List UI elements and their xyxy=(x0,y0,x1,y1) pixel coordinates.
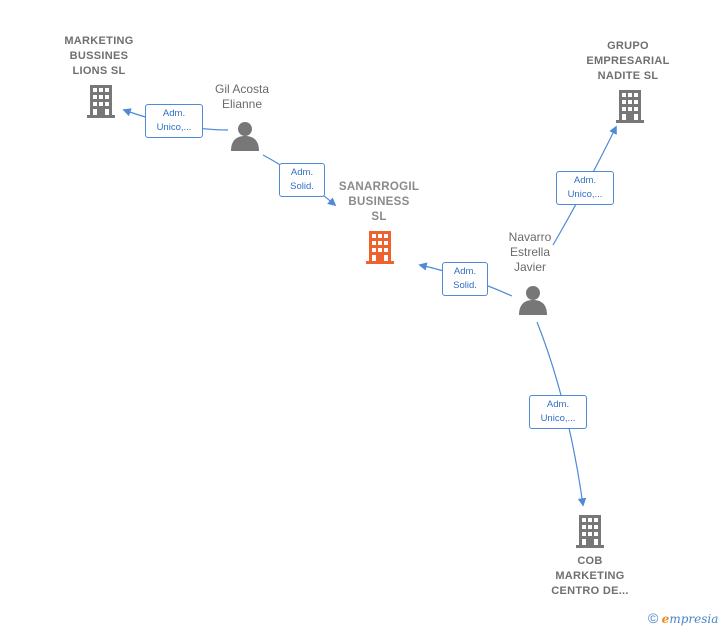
node-label: Gil Acosta Elianne xyxy=(214,82,270,111)
node-label: Navarro Estrella Javier xyxy=(508,230,552,274)
edge-label-navarro-cob[interactable]: Adm. Unico,... xyxy=(529,395,587,429)
person-icon xyxy=(519,286,547,315)
brand-name: mpresia xyxy=(669,612,719,626)
copyright-symbol: © xyxy=(648,610,659,626)
node-cob-marketing[interactable]: COB MARKETING CENTRO DE... xyxy=(535,554,645,599)
node-grupo-empresarial[interactable]: GRUPO EMPRESARIAL NADITE SL xyxy=(573,39,683,84)
node-sanarrogil-business[interactable]: SANARROGIL BUSINESS SL xyxy=(324,180,434,225)
edge-label-navarro-grupo[interactable]: Adm. Unico,... xyxy=(556,171,614,205)
node-label: GRUPO EMPRESARIAL NADITE SL xyxy=(586,40,670,82)
edge-label-gil-sanarrogil[interactable]: Adm. Solid. xyxy=(279,163,325,197)
node-label: SANARROGIL BUSINESS SL xyxy=(338,181,420,223)
empresia-logo[interactable]: © empresia xyxy=(648,610,718,626)
building-icon xyxy=(616,90,644,123)
node-gil-acosta[interactable]: Gil Acosta Elianne xyxy=(197,82,287,112)
node-label: COB MARKETING CENTRO DE... xyxy=(551,555,629,597)
building-icon-highlight xyxy=(366,231,394,264)
building-icon xyxy=(87,85,115,118)
node-navarro-estrella[interactable]: Navarro Estrella Javier xyxy=(490,230,570,275)
node-marketing-bussines[interactable]: MARKETING BUSSINES LIONS SL xyxy=(49,34,149,79)
edge-label-gil-marketing[interactable]: Adm. Unico,... xyxy=(145,104,203,138)
edge-label-navarro-sanarrogil[interactable]: Adm. Solid. xyxy=(442,262,488,296)
node-label: MARKETING BUSSINES LIONS SL xyxy=(64,35,134,77)
person-icon xyxy=(231,122,259,151)
building-icon xyxy=(576,515,604,548)
brand-first-letter: e xyxy=(661,612,670,626)
